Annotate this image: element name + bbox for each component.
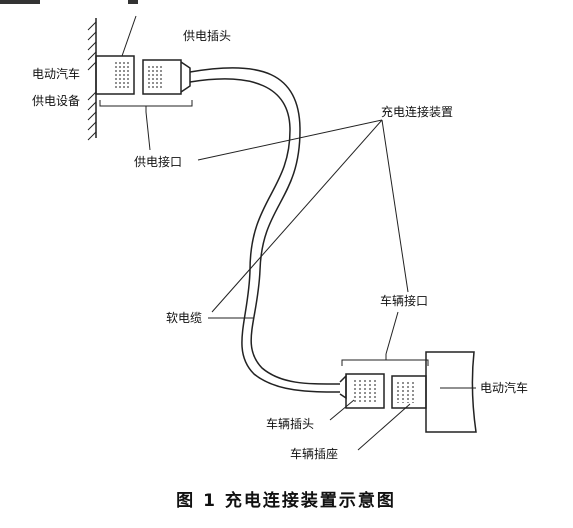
vehicle-plug [339, 373, 385, 409]
charging-connector-leaders [197, 119, 409, 313]
figure-caption: 图 1 充电连接装置示意图 [176, 490, 396, 511]
label-electric-vehicle: 电动汽车 [480, 380, 528, 395]
vehicle-socket-leader [357, 403, 411, 451]
label-vehicle-interface: 车辆接口 [380, 293, 428, 308]
label-charging-connector: 充电连接装置 [381, 104, 453, 119]
vehicle-interface-bracket [341, 311, 429, 366]
supply-socket-leader [121, 15, 137, 57]
flexible-cable [189, 67, 341, 393]
supply-wall [87, 18, 97, 141]
cropped-top-fragment [0, 0, 138, 4]
label-vehicle-socket: 车辆插座 [290, 446, 338, 461]
supply-interface-bracket [99, 100, 193, 151]
label-supply-interface: 供电接口 [134, 154, 182, 169]
label-cable: 软电缆 [166, 311, 202, 325]
vehicle-body [425, 351, 477, 433]
label-vehicle-plug: 车辆插头 [266, 416, 314, 431]
supply-plug [142, 59, 191, 95]
label-ev-supply-line2: 供电设备 [32, 94, 80, 108]
label-ev-supply-line1: 电动汽车 [32, 66, 80, 81]
supply-socket [95, 55, 135, 95]
vehicle-socket [391, 375, 427, 409]
label-supply-plug: 供电插头 [183, 29, 231, 43]
vehicle-plug-leader [329, 399, 355, 421]
